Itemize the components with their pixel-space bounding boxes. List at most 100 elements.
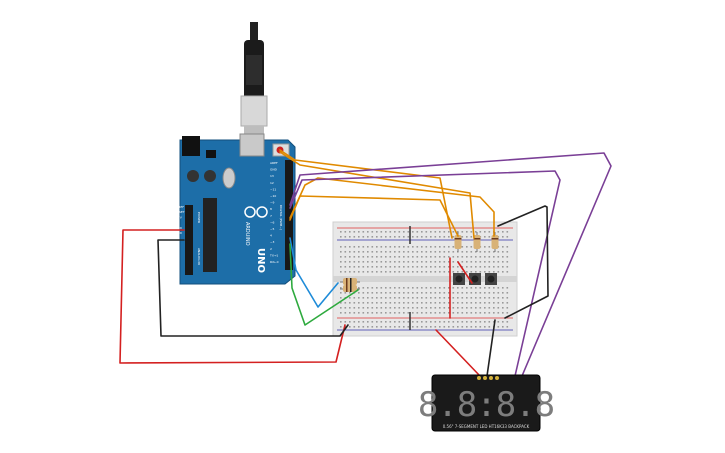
breadboard-hole xyxy=(448,246,450,248)
breadboard-hole xyxy=(502,312,504,314)
breadboard-hole xyxy=(493,302,495,304)
breadboard-hole xyxy=(412,261,414,263)
breadboard-hole xyxy=(376,321,378,323)
breadboard-hole xyxy=(385,236,387,238)
breadboard-hole xyxy=(488,302,491,304)
breadboard-hole xyxy=(398,287,401,289)
breadboard-hole xyxy=(457,326,459,328)
breadboard-hole xyxy=(466,251,468,253)
breadboard-hole xyxy=(502,261,504,263)
breadboard-hole xyxy=(389,302,392,304)
breadboard-hole xyxy=(475,261,477,263)
breadboard-hole xyxy=(457,321,459,323)
breadboard-hole xyxy=(502,236,504,238)
resistor-left-2 xyxy=(340,285,360,292)
breadboard-hole xyxy=(452,271,455,273)
breadboard-hole xyxy=(439,297,441,299)
display-header-pins xyxy=(477,376,499,380)
breadboard-hole xyxy=(439,287,441,289)
breadboard-hole xyxy=(371,231,374,233)
breadboard-hole xyxy=(349,302,351,304)
breadboard-hole xyxy=(470,321,473,323)
breadboard-hole xyxy=(403,287,405,289)
breadboard-hole xyxy=(344,246,347,248)
breadboard-hole xyxy=(340,251,342,253)
breadboard-hole xyxy=(358,246,360,248)
breadboard-hole xyxy=(484,256,486,258)
breadboard-hole xyxy=(493,312,495,314)
breadboard-hole xyxy=(380,302,383,304)
breadboard-hole xyxy=(380,261,383,263)
breadboard-hole xyxy=(506,312,509,314)
breadboard-hole xyxy=(416,302,419,304)
breadboard-hole xyxy=(421,251,423,253)
breadboard-hole xyxy=(439,231,441,233)
breadboard-hole xyxy=(367,307,369,309)
breadboard-hole xyxy=(434,292,437,294)
breadboard-hole xyxy=(439,246,441,248)
breadboard-hole xyxy=(502,251,504,253)
digital-pin-label: ~5 xyxy=(270,227,275,231)
breadboard-hole xyxy=(376,231,378,233)
power-pin-label: A4 xyxy=(175,262,179,266)
breadboard-hole xyxy=(475,266,477,268)
push-button-2[interactable] xyxy=(469,273,481,285)
breadboard-hole xyxy=(367,312,369,314)
breadboard-hole xyxy=(506,256,509,258)
breadboard-hole xyxy=(448,256,450,258)
breadboard-hole xyxy=(349,261,351,263)
breadboard-hole xyxy=(407,261,410,263)
breadboard-hole xyxy=(479,261,482,263)
breadboard-hole xyxy=(461,236,464,238)
breadboard-hole xyxy=(434,307,437,309)
breadboard-hole xyxy=(452,261,455,263)
breadboard-hole xyxy=(497,287,500,289)
breadboard-hole xyxy=(457,287,459,289)
breadboard-hole xyxy=(362,312,365,314)
breadboard-hole xyxy=(421,321,423,323)
breadboard-hole xyxy=(425,256,428,258)
breadboard-hole xyxy=(421,261,423,263)
breadboard-hole xyxy=(353,261,356,263)
wires xyxy=(119,149,612,377)
breadboard-hole xyxy=(425,231,428,233)
breadboard-hole xyxy=(394,231,396,233)
breadboard-hole xyxy=(416,297,419,299)
breadboard-hole xyxy=(362,326,365,328)
breadboard-hole xyxy=(493,256,495,258)
breadboard-hole xyxy=(421,271,423,273)
breadboard-hole xyxy=(349,236,351,238)
breadboard-hole xyxy=(353,251,356,253)
breadboard-hole xyxy=(425,266,428,268)
breadboard-hole xyxy=(358,326,360,328)
breadboard-hole xyxy=(475,326,477,328)
breadboard-hole xyxy=(448,236,450,238)
breadboard-hole xyxy=(448,302,450,304)
breadboard-hole xyxy=(484,261,486,263)
breadboard-hole xyxy=(349,307,351,309)
breadboard-hole xyxy=(488,236,491,238)
breadboard-hole xyxy=(389,231,392,233)
breadboard-hole xyxy=(466,312,468,314)
breadboard-hole xyxy=(493,271,495,273)
breadboard-hole xyxy=(452,302,455,304)
breadboard-hole xyxy=(497,312,500,314)
breadboard-hole xyxy=(412,312,414,314)
breadboard-hole xyxy=(398,236,401,238)
breadboard-hole xyxy=(367,321,369,323)
breadboard-hole xyxy=(353,307,356,309)
push-button-1[interactable] xyxy=(453,273,465,285)
breadboard-hole xyxy=(439,307,441,309)
breadboard-hole xyxy=(457,292,459,294)
breadboard-hole xyxy=(430,231,432,233)
breadboard-hole xyxy=(403,236,405,238)
wire-purple-2 xyxy=(289,170,561,377)
breadboard-hole xyxy=(367,231,369,233)
breadboard-hole xyxy=(497,321,500,323)
push-button-3[interactable] xyxy=(485,273,497,285)
breadboard-hole xyxy=(434,326,437,328)
breadboard-hole xyxy=(443,251,446,253)
breadboard-hole xyxy=(344,302,347,304)
breadboard-hole xyxy=(407,312,410,314)
breadboard-hole xyxy=(367,271,369,273)
